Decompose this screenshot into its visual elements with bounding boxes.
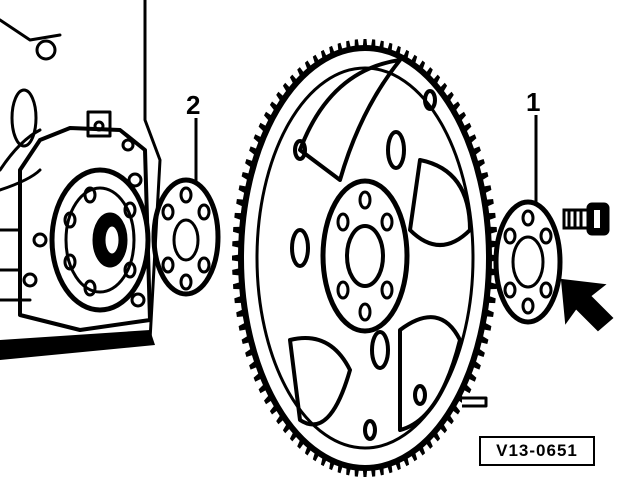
flywheel-bolt [562,202,610,236]
shim-plate-2 [151,177,221,297]
figure-reference-code: V13-0651 [479,436,595,466]
engine-block [0,0,162,360]
flywheel [232,39,498,477]
callout-label-2: 2 [186,90,201,120]
pressure-plate-1 [493,199,563,325]
callout-label-1: 1 [526,87,541,117]
direction-arrow [560,278,614,332]
